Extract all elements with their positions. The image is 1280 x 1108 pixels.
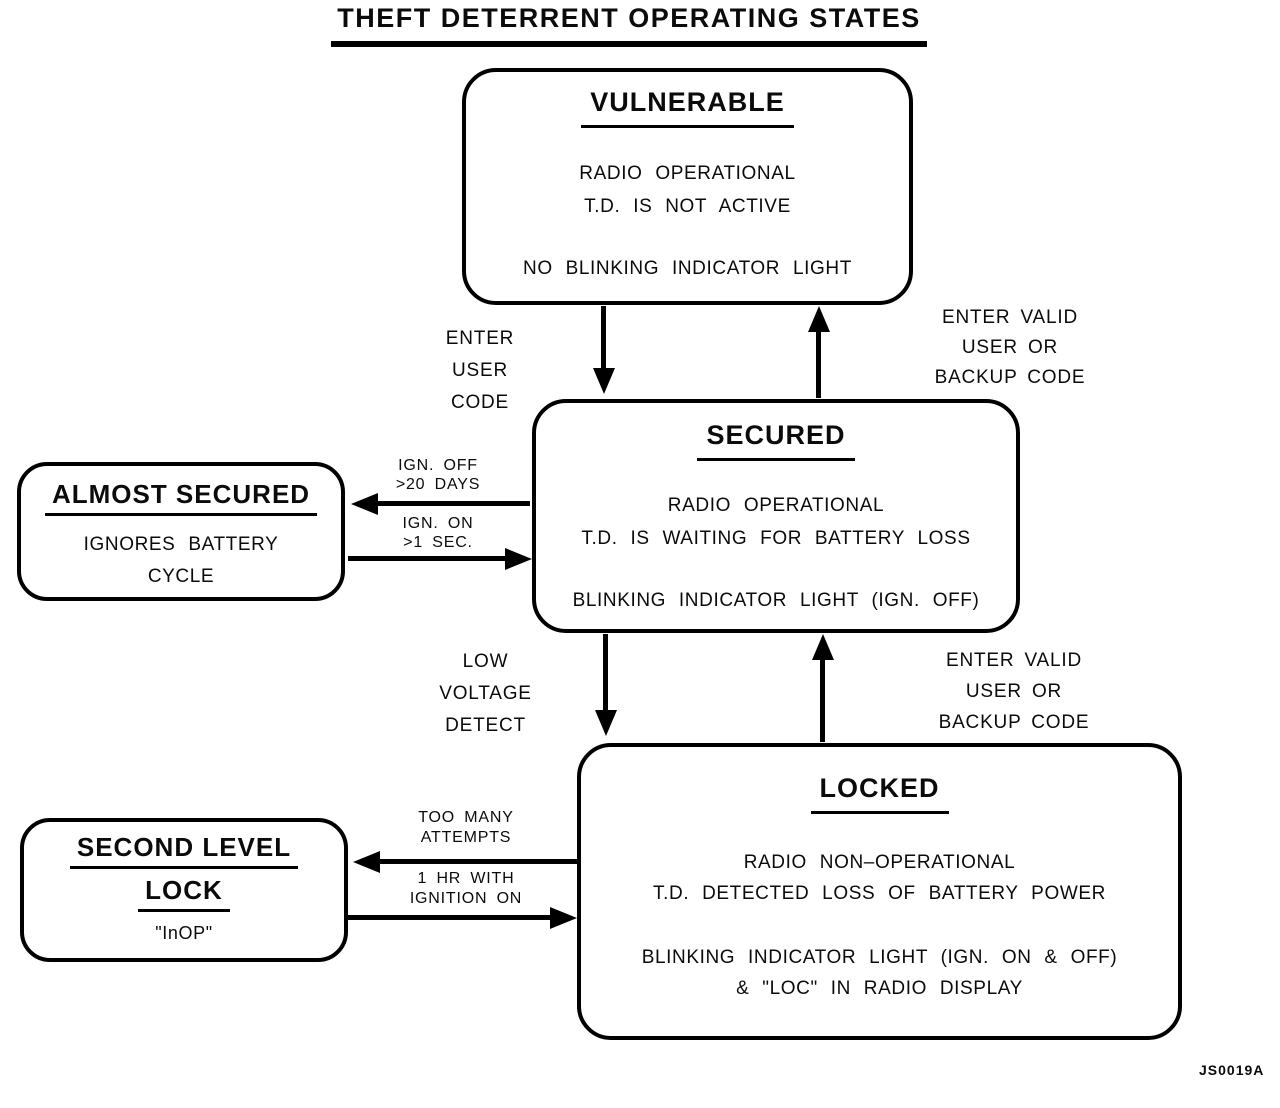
- label-line: 1 HR WITH: [417, 870, 515, 887]
- state-almost-secured-line: IGNORES BATTERY: [83, 534, 279, 555]
- label-line: ENTER VALID: [946, 650, 1082, 671]
- state-locked: LOCKED RADIO NON–OPERATIONAL T.D. DETECT…: [577, 743, 1182, 1040]
- arrow-secured-to-locked: [603, 634, 608, 710]
- label-line: BACKUP CODE: [934, 367, 1086, 388]
- label-line: >20 DAYS: [395, 476, 481, 493]
- label-line: TOO MANY: [418, 809, 514, 826]
- arrow-almost-secured-to-secured: [348, 556, 505, 561]
- state-second-level-lock-title-text: LOCK: [138, 876, 230, 912]
- label-too-many-attempts: TOO MANY ATTEMPTS: [401, 808, 531, 848]
- page-title-text: THEFT DETERRENT OPERATING STATES: [331, 3, 927, 47]
- arrow-locked-to-secured: [820, 660, 825, 742]
- state-locked-line: T.D. DETECTED LOSS OF BATTERY POWER: [653, 883, 1106, 904]
- state-second-level-lock-title: LOCK: [24, 876, 344, 912]
- state-locked-body: RADIO NON–OPERATIONAL T.D. DETECTED LOSS…: [581, 847, 1178, 1004]
- label-line: IGNITION ON: [409, 890, 523, 907]
- state-almost-secured-title-text: ALMOST SECURED: [44, 480, 318, 516]
- state-vulnerable: VULNERABLE RADIO OPERATIONAL T.D. IS NOT…: [462, 68, 913, 305]
- label-line: >1 SEC.: [403, 534, 473, 551]
- state-secured-line: RADIO OPERATIONAL: [667, 495, 885, 516]
- state-locked-indicator: BLINKING INDICATOR LIGHT (IGN. ON & OFF): [641, 947, 1118, 968]
- state-almost-secured-line: CYCLE: [147, 566, 215, 587]
- state-second-level-lock-display: "InOP": [155, 923, 213, 943]
- state-vulnerable-line: T.D. IS NOT ACTIVE: [584, 196, 791, 217]
- state-vulnerable-body: RADIO OPERATIONAL T.D. IS NOT ACTIVE NO …: [466, 157, 909, 285]
- state-almost-secured-title: ALMOST SECURED: [21, 480, 341, 516]
- label-enter-valid-code-top: ENTER VALID USER OR BACKUP CODE: [918, 303, 1102, 393]
- state-secured-title-text: SECURED: [697, 420, 855, 461]
- label-ign-off-20-days: IGN. OFF >20 DAYS: [383, 456, 493, 494]
- label-line: ATTEMPTS: [420, 829, 512, 846]
- label-low-voltage-detect: LOW VOLTAGE DETECT: [428, 646, 543, 742]
- state-almost-secured-body: IGNORES BATTERY CYCLE: [21, 529, 341, 593]
- state-second-level-lock-title: SECOND LEVEL: [24, 833, 344, 869]
- state-second-level-lock-title-text: SECOND LEVEL: [69, 833, 299, 869]
- label-line: DETECT: [445, 715, 526, 736]
- state-secured-title: SECURED: [536, 420, 1016, 461]
- state-locked-title-text: LOCKED: [810, 773, 949, 814]
- arrow-secured-to-almost-secured: [378, 501, 530, 506]
- label-line: IGN. ON: [402, 515, 474, 532]
- label-enter-valid-code-bottom: ENTER VALID USER OR BACKUP CODE: [922, 645, 1106, 738]
- state-locked-indicator: & "LOC" IN RADIO DISPLAY: [736, 978, 1023, 999]
- label-line: VOLTAGE: [439, 683, 532, 704]
- arrow-locked-to-second-level-lock: [380, 859, 577, 864]
- state-almost-secured: ALMOST SECURED IGNORES BATTERY CYCLE: [17, 462, 345, 601]
- state-secured-line: T.D. IS WAITING FOR BATTERY LOSS: [581, 528, 971, 549]
- state-vulnerable-indicator: NO BLINKING INDICATOR LIGHT: [523, 258, 852, 279]
- label-line: USER OR: [961, 337, 1059, 358]
- state-secured-body: RADIO OPERATIONAL T.D. IS WAITING FOR BA…: [536, 489, 1016, 617]
- label-ign-on-1-sec: IGN. ON >1 SEC.: [383, 514, 493, 552]
- figure-code: JS0019A: [1199, 1062, 1265, 1078]
- label-line: USER OR: [965, 681, 1063, 702]
- arrow-vulnerable-to-secured: [601, 306, 606, 368]
- state-vulnerable-title: VULNERABLE: [466, 87, 909, 128]
- label-line: ENTER VALID: [942, 307, 1078, 328]
- arrow-secured-to-vulnerable: [816, 332, 821, 398]
- state-second-level-lock-body: "InOP": [24, 921, 344, 945]
- state-secured-indicator: BLINKING INDICATOR LIGHT (IGN. OFF): [572, 590, 980, 611]
- label-line: ENTER: [445, 328, 515, 349]
- state-vulnerable-title-text: VULNERABLE: [581, 87, 794, 128]
- label-line: CODE: [450, 392, 510, 413]
- page-title: THEFT DETERRENT OPERATING STATES: [316, 3, 942, 47]
- label-line: IGN. OFF: [398, 457, 478, 474]
- state-locked-title: LOCKED: [581, 773, 1178, 814]
- label-one-hr-ignition-on: 1 HR WITH IGNITION ON: [401, 869, 531, 909]
- state-vulnerable-line: RADIO OPERATIONAL: [579, 163, 796, 184]
- state-secured: SECURED RADIO OPERATIONAL T.D. IS WAITIN…: [532, 399, 1020, 633]
- arrow-second-level-lock-to-locked: [348, 915, 550, 920]
- state-locked-line: RADIO NON–OPERATIONAL: [743, 852, 1016, 873]
- label-line: BACKUP CODE: [938, 712, 1090, 733]
- label-line: LOW: [462, 651, 509, 672]
- state-second-level-lock: SECOND LEVEL LOCK "InOP": [20, 818, 348, 962]
- label-enter-user-code: ENTER USER CODE: [420, 323, 540, 419]
- label-line: USER: [452, 360, 508, 381]
